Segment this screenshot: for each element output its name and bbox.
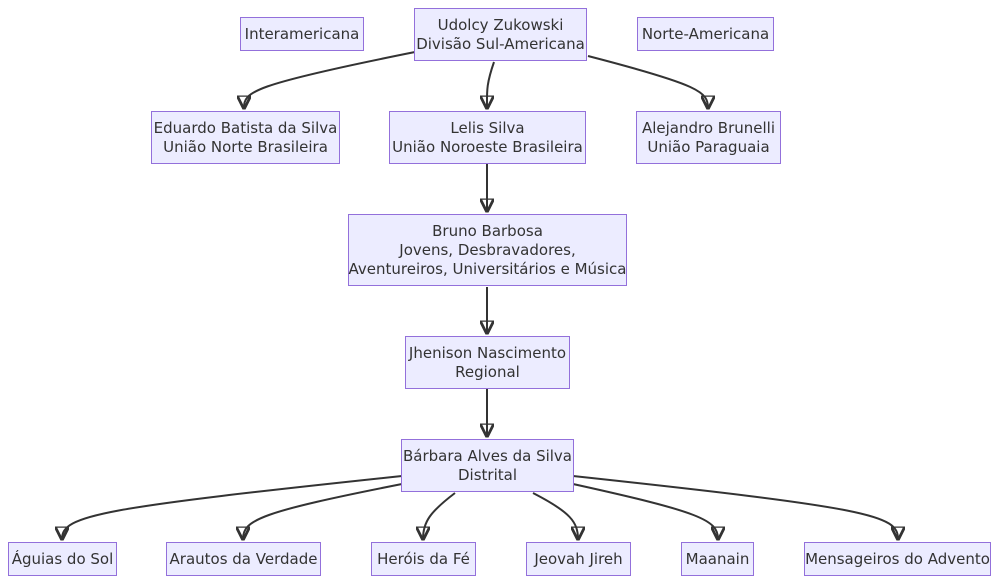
node-label: Alejandro Brunelli [641, 118, 776, 137]
node-label: Jeovah Jireh [534, 549, 623, 568]
node-label: Maanain [685, 549, 750, 568]
node-label: Águias do Sol [11, 549, 114, 568]
node-label: Heróis da Fé [377, 549, 470, 568]
node-label: Jovens, Desbravadores, [399, 240, 576, 259]
edge-barbara-herois [423, 492, 456, 539]
node-jeovah-jireh: Jeovah Jireh [526, 542, 631, 576]
node-herois-da-fe: Heróis da Fé [371, 542, 476, 576]
node-label: Bruno Barbosa [432, 221, 543, 240]
node-label: Aventureiros, Universitários e Música [348, 259, 627, 278]
node-maanain: Maanain [681, 542, 754, 576]
edge-barbara-maanain [572, 483, 718, 539]
node-udolcy-zukowski: Udolcy Zukowski Divisão Sul-Americana [414, 8, 587, 61]
node-label: Distrital [458, 465, 517, 484]
node-interamericana: Interamericana [240, 17, 364, 51]
node-label: Eduardo Batista da Silva [153, 118, 338, 137]
node-bruno-barbosa: Bruno Barbosa Jovens, Desbravadores, Ave… [348, 214, 627, 286]
node-label: Lelis Silva [450, 118, 525, 137]
node-alejandro-brunelli: Alejandro Brunelli União Paraguaia [636, 111, 781, 164]
node-label: Divisão Sul-Americana [416, 34, 585, 53]
node-mensageiros-do-advento: Mensageiros do Advento [804, 542, 991, 576]
edge-barbara-arautos [243, 483, 403, 539]
node-label: União Norte Brasileira [163, 137, 328, 156]
node-label: União Noroeste Brasileira [392, 137, 583, 156]
edge-barbara-mensageiros [572, 475, 898, 539]
node-arautos-da-verdade: Arautos da Verdade [166, 542, 321, 576]
node-label: Regional [455, 362, 520, 381]
node-jhenison-nascimento: Jhenison Nascimento Regional [405, 336, 570, 389]
edge-barbara-jeovah [532, 492, 578, 539]
node-label: Jhenison Nascimento [408, 343, 567, 362]
node-label: União Paraguaia [647, 137, 770, 156]
node-norte-americana: Norte-Americana [637, 17, 774, 51]
node-barbara-alves: Bárbara Alves da Silva Distrital [401, 439, 574, 492]
node-label: Norte-Americana [641, 24, 770, 43]
node-lelis-silva: Lelis Silva União Noroeste Brasileira [389, 111, 586, 164]
edge-udolcy-eduardo [244, 51, 416, 108]
node-eduardo-batista: Eduardo Batista da Silva União Norte Bra… [151, 111, 340, 164]
node-label: Arautos da Verdade [169, 549, 318, 568]
node-label: Interamericana [244, 24, 360, 43]
edge-barbara-aguias [62, 475, 403, 539]
node-label: Udolcy Zukowski [437, 15, 564, 34]
node-label: Bárbara Alves da Silva [402, 446, 572, 465]
node-label: Mensageiros do Advento [805, 549, 990, 568]
edge-udolcy-alejandro [587, 55, 708, 108]
edge-udolcy-lelis [487, 61, 495, 108]
node-aguias-do-sol: Águias do Sol [8, 542, 117, 576]
